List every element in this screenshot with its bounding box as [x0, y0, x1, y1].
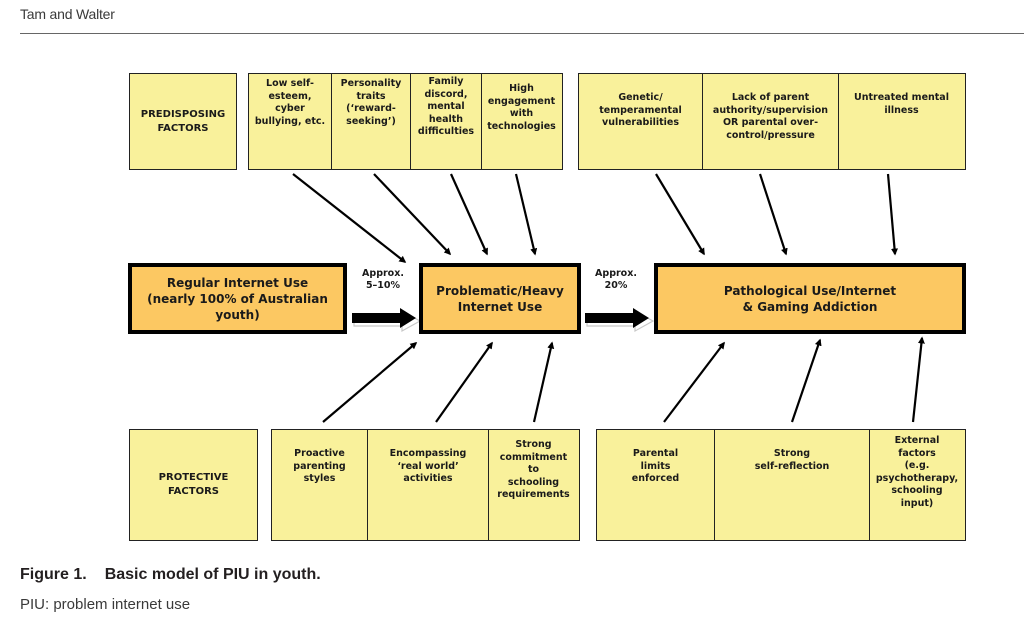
protective-group-1: Proactive parenting styles Encompassing … — [271, 429, 580, 541]
factor-low-self-esteem: Low self- esteem, cyber bullying, etc. — [249, 74, 332, 169]
factor-self-reflection: Strong self-reflection — [715, 430, 870, 540]
factor-text: High engagement with technologies — [487, 83, 556, 132]
factor-text: Personality traits (‘reward- seeking’) — [340, 78, 402, 127]
factor-parental-limits: Parental limits enforced — [597, 430, 715, 540]
factor-untreated-illness: Untreated mental illness — [839, 74, 964, 169]
predisposing-group-2: Genetic/ temperamental vulnerabilities L… — [578, 73, 966, 170]
transition-arrow-2 — [585, 308, 655, 333]
transition-arrow-1 — [352, 308, 422, 333]
factor-external-factors: External factors (e.g. psychotherapy, sc… — [870, 430, 964, 540]
factor-text: Encompassing ‘real world’ activities — [389, 448, 467, 484]
arrow-external-factors — [911, 336, 925, 423]
stage-pathological-use: Pathological Use/Internet & Gaming Addic… — [654, 263, 966, 334]
transition-label-1: Approx. 5–10% — [362, 268, 404, 291]
factor-high-engagement: High engagement with technologies — [482, 74, 561, 169]
arrow-low-self-esteem — [292, 173, 407, 263]
factor-lack-parent-authority: Lack of parent authority/supervision OR … — [703, 74, 839, 169]
header-rule — [20, 33, 1024, 34]
factor-text: Untreated mental illness — [854, 92, 949, 116]
protective-group-2: Parental limits enforced Strong self-ref… — [596, 429, 966, 541]
arrow-genetic — [655, 173, 705, 256]
protective-factors-label: PROTECTIVE FACTORS — [129, 429, 258, 541]
stage-problematic-use: Problematic/Heavy Internet Use — [419, 263, 581, 334]
figure-title: Basic model of PIU in youth. — [104, 566, 321, 583]
factor-text: Low self- esteem, cyber bullying, etc. — [254, 78, 326, 127]
factor-proactive-parenting: Proactive parenting styles — [272, 430, 368, 540]
transition-label-2: Approx. 20% — [595, 268, 637, 291]
factor-real-world-activities: Encompassing ‘real world’ activities — [368, 430, 489, 540]
arrow-real-world — [435, 341, 493, 423]
stage-regular-use: Regular Internet Use (nearly 100% of Aus… — [128, 263, 347, 334]
factor-text: Parental limits enforced — [631, 448, 680, 484]
factor-text: Proactive parenting styles — [293, 448, 346, 484]
factor-text: Lack of parent authority/supervision OR … — [712, 92, 829, 141]
factor-text: Strong self-reflection — [754, 448, 830, 472]
figure-note: PIU: problem internet use — [20, 596, 191, 613]
arrow-schooling — [532, 341, 555, 423]
factor-genetic: Genetic/ temperamental vulnerabilities — [579, 74, 703, 169]
predisposing-group-1: Low self- esteem, cyber bullying, etc. P… — [248, 73, 563, 170]
factor-text: Family discord, mental health difficulti… — [417, 76, 475, 137]
arrow-untreated-illness — [886, 173, 899, 256]
predisposing-factors-label: PREDISPOSING FACTORS — [129, 73, 237, 170]
arrow-family-discord — [449, 173, 489, 256]
factor-personality-traits: Personality traits (‘reward- seeking’) — [332, 74, 411, 169]
factor-text: Strong commitment to schooling requireme… — [497, 439, 570, 500]
arrow-proactive-parenting — [322, 342, 418, 423]
factor-text: Genetic/ temperamental vulnerabilities — [599, 92, 682, 128]
arrow-high-engagement — [514, 173, 538, 256]
factor-family-discord: Family discord, mental health difficulti… — [411, 74, 482, 169]
arrow-personality-traits — [373, 173, 452, 256]
arrow-lack-parent-authority — [758, 173, 788, 256]
running-head: Tam and Walter — [20, 6, 115, 22]
factor-schooling-commitment: Strong commitment to schooling requireme… — [489, 430, 578, 540]
figure-number: Figure 1. — [20, 566, 87, 583]
arrow-self-reflection — [790, 338, 822, 423]
factor-text: External factors (e.g. psychotherapy, sc… — [875, 435, 959, 509]
arrow-parental-limits — [663, 341, 725, 423]
figure-caption: Figure 1. Basic model of PIU in youth. — [20, 566, 321, 584]
